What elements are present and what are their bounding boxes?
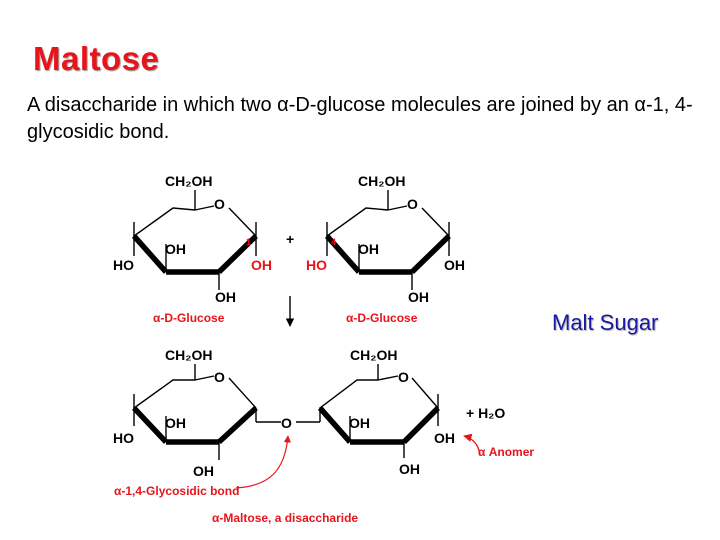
oh-label: OH bbox=[349, 415, 370, 431]
oh-label: OH bbox=[165, 241, 186, 257]
oh-label: OH bbox=[399, 461, 420, 477]
glucose-right: CH₂OH O HO 4 OH OH OH α-D-Glucose bbox=[306, 173, 465, 325]
ch2oh-label: CH₂OH bbox=[358, 173, 405, 189]
glycosidic-bond-arrow bbox=[235, 435, 292, 489]
plus-sign: + bbox=[286, 231, 294, 247]
reactant-right-name: α-D-Glucose bbox=[346, 311, 418, 325]
ring-oxygen: O bbox=[407, 196, 418, 212]
ho-label: HO bbox=[113, 430, 134, 446]
maltose-product: CH₂OH O HO OH OH O CH₂OH O OH bbox=[113, 347, 455, 479]
reactant-left-name: α-D-Glucose bbox=[153, 311, 225, 325]
carbon-1-label: 1 bbox=[246, 237, 251, 247]
anomeric-oh-label: OH bbox=[251, 257, 272, 273]
common-name-label: Malt Sugar bbox=[552, 310, 659, 335]
glucose-left: CH₂OH O HO OH OH OH 1 α-D-Glucose bbox=[113, 173, 272, 325]
ch2oh-label: CH₂OH bbox=[165, 347, 212, 363]
oh-label: OH bbox=[215, 289, 236, 305]
glycosidic-bond-label: α-1,4-Glycosidic bond bbox=[114, 484, 239, 498]
water-byproduct: + H₂O bbox=[466, 405, 505, 421]
oh-label: OH bbox=[358, 241, 379, 257]
ho-label: HO bbox=[113, 257, 134, 273]
oh-label: OH bbox=[444, 257, 465, 273]
product-name: α-Maltose, a disaccharide bbox=[212, 511, 358, 525]
oh-label: OH bbox=[408, 289, 429, 305]
anomer-oh-label: OH bbox=[434, 430, 455, 446]
ring-oxygen: O bbox=[214, 369, 225, 385]
oh-label: OH bbox=[193, 463, 214, 479]
ch2oh-label: CH₂OH bbox=[350, 347, 397, 363]
oh-label: OH bbox=[165, 415, 186, 431]
c4-ho-label: HO bbox=[306, 257, 327, 273]
ring-oxygen: O bbox=[398, 369, 409, 385]
carbon-4-label: 4 bbox=[331, 237, 336, 247]
ch2oh-label: CH₂OH bbox=[165, 173, 212, 189]
anomer-arrow bbox=[463, 433, 481, 455]
glycosidic-oxygen: O bbox=[281, 415, 292, 431]
anomer-label: α Anomer bbox=[478, 445, 534, 459]
ring-oxygen: O bbox=[214, 196, 225, 212]
definition-text: A disaccharide in which two α-D-glucose … bbox=[27, 94, 693, 143]
page-title: Maltose bbox=[33, 40, 160, 77]
